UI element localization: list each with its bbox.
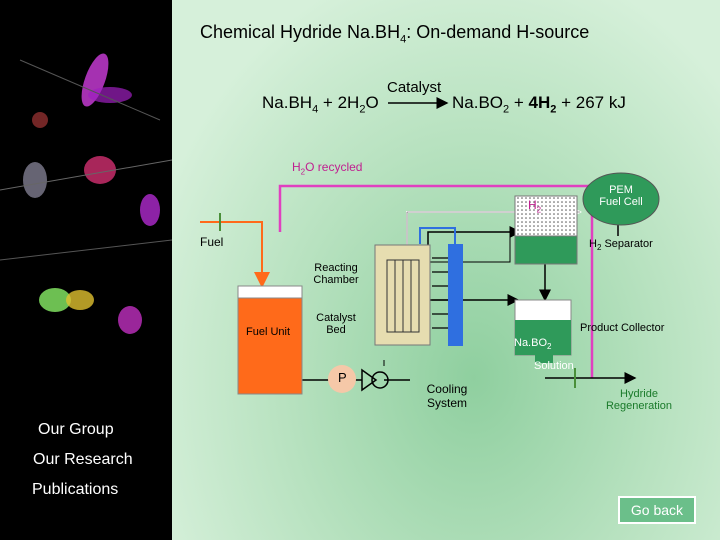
- h2o-recycled-label: H2O recycled: [292, 160, 363, 177]
- pump-label: P: [338, 370, 347, 385]
- fuel-unit-label: Fuel Unit: [246, 326, 291, 338]
- fuel-label: Fuel: [200, 235, 224, 249]
- reaction-catalyst: Catalyst: [387, 79, 442, 96]
- product-collector-label: Product Collector: [580, 322, 665, 334]
- background-face-art: [172, 0, 720, 540]
- pump: [328, 365, 356, 393]
- h2-separator: [514, 235, 578, 265]
- orbital-art: [0, 53, 172, 334]
- reaction-lhs: Na.BH4 + 2H2O: [262, 93, 379, 116]
- nabo2-label: Na.BO2: [514, 337, 552, 352]
- h2-label: H2: [528, 198, 542, 215]
- decorative-side-panel: [0, 0, 172, 540]
- nav-our-group[interactable]: Our Group: [38, 421, 114, 438]
- reaction-rhs: Na.BO2 + 4H2 + 267 kJ: [452, 93, 626, 116]
- solution-label: Solution: [534, 360, 574, 372]
- h2-separator-label: H2 Separator: [589, 238, 653, 253]
- fuel-line: [200, 221, 270, 288]
- go-back-button[interactable]: Go back: [618, 496, 696, 524]
- page-title: Chemical Hydride Na.BH4: On-demand H-sou…: [200, 22, 590, 46]
- h2o-recycled-line: [278, 184, 594, 378]
- fuel-unit: [237, 285, 303, 395]
- nav-our-research[interactable]: Our Research: [33, 451, 133, 468]
- pem-fuel-cell: [582, 172, 660, 226]
- nav-publications[interactable]: Publications: [32, 481, 119, 498]
- cooling-column: [448, 244, 463, 346]
